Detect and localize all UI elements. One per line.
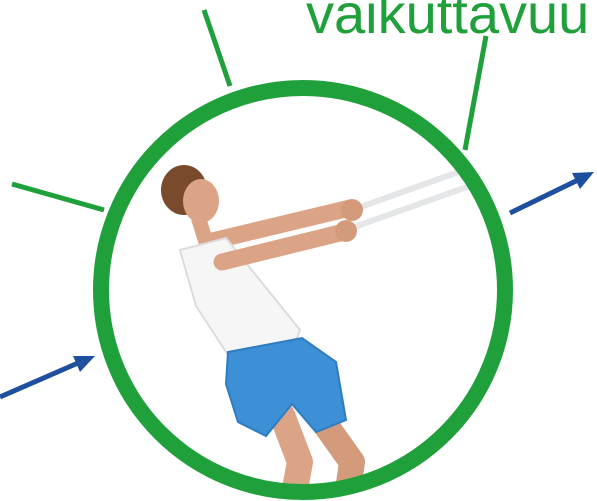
connector-line-top [204,10,230,86]
connector-line-top-right [465,36,486,150]
face [183,179,219,223]
arrow-up-right-icon [510,172,594,213]
hand-back [341,199,363,221]
arrow-up-right-icon [0,356,95,397]
neck [199,220,206,242]
hand-front [335,220,357,242]
connector-line-left [12,184,104,210]
heading-text: vaikuttavuu [306,0,589,45]
incoming-arrow-shaft [0,363,78,397]
outgoing-arrow-shaft [510,180,578,213]
